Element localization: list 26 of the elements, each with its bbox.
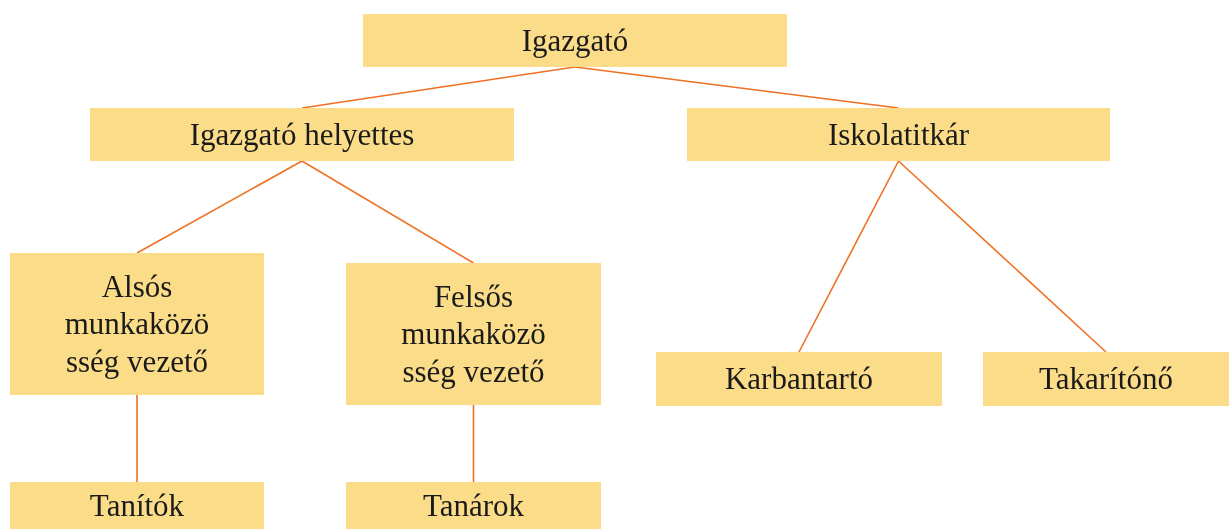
connector-line [472,404,475,483]
org-box [10,253,264,395]
connector-line [798,160,900,353]
role-label: Karbantartó [724,360,873,398]
role-label: Tanítók [89,486,185,525]
connector-line [574,66,900,109]
role-label: Takarítónő [1039,360,1173,398]
org-box [346,482,601,529]
connector-line [301,160,475,264]
connector-line [136,394,138,483]
role-label: Alsós munkaközö sség vezető [63,268,211,380]
org-box [363,14,787,67]
connector-line [897,160,1107,353]
org-box [656,352,942,406]
org-box [90,108,514,161]
role-label: Igazgató [521,21,629,60]
connector-line [136,160,303,254]
role-label: Tanárok [422,486,525,525]
role-label: Igazgató helyettes [189,115,415,154]
connector-line [301,66,576,109]
org-box [687,108,1110,161]
org-box [10,482,264,529]
role-label: Iskolatitkár [827,115,970,154]
role-label: Felsős munkaközö sség vezető [400,278,547,390]
org-box [983,352,1229,406]
org-box [346,263,601,405]
